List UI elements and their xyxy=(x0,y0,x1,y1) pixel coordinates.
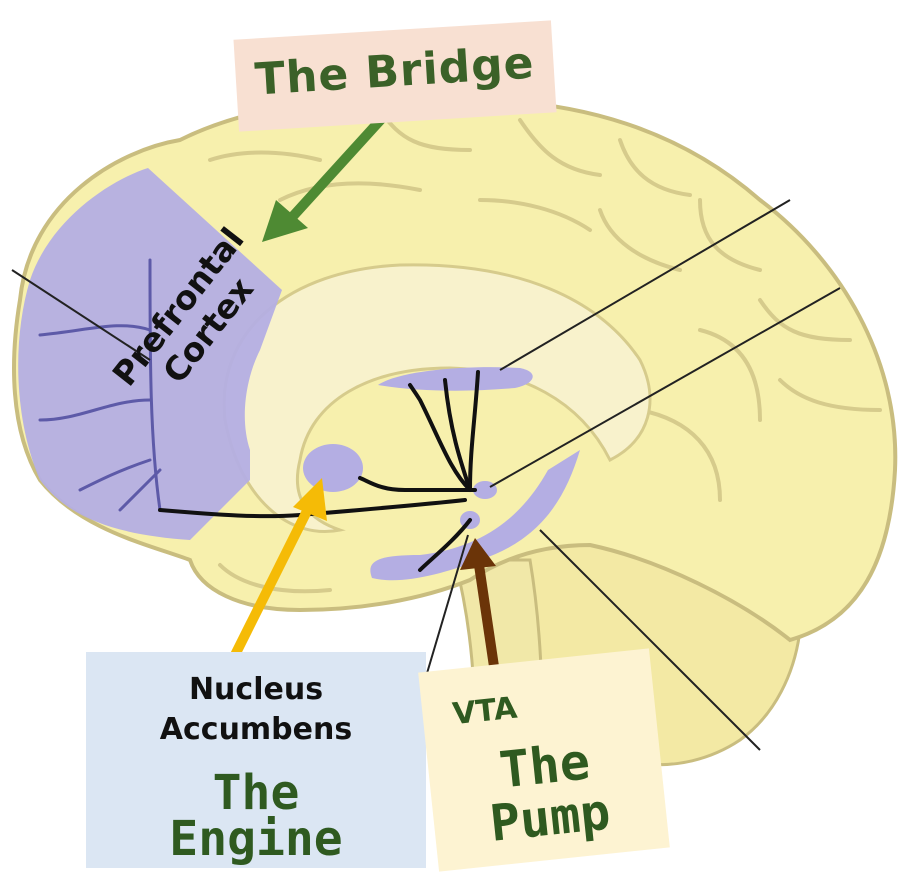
engine-label-line2: Engine xyxy=(86,816,426,862)
bridge-label: The Bridge xyxy=(234,36,555,106)
nucleus-accumbens-name: Nucleus Accumbens xyxy=(86,670,426,750)
bridge-callout: The Bridge xyxy=(233,20,556,131)
nucleus-accumbens-region xyxy=(303,444,363,492)
engine-label-line1: The xyxy=(86,770,426,816)
engine-label: The Engine xyxy=(86,770,426,862)
nucleus-accumbens-line2: Accumbens xyxy=(86,710,426,750)
vta-callout: VTA The Pump xyxy=(418,648,670,871)
nucleus-accumbens-line1: Nucleus xyxy=(86,670,426,710)
pump-label: The Pump xyxy=(427,728,669,856)
nucleus-accumbens-callout: Nucleus Accumbens The Engine xyxy=(86,652,426,868)
vta-label: VTA xyxy=(451,691,519,733)
